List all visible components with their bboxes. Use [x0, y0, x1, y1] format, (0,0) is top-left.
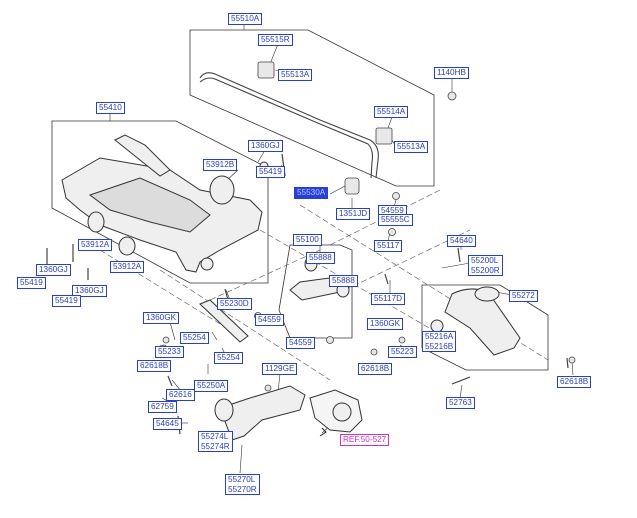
part-label-55888-b[interactable]: 55888 [329, 275, 358, 287]
part-label-55410[interactable]: 55410 [96, 102, 125, 114]
part-label-55200[interactable]: 55200L 55200R [468, 255, 503, 276]
part-label-55270[interactable]: 55270L 55270R [225, 474, 260, 495]
part-label-55117[interactable]: 55117 [374, 240, 403, 252]
part-label-55274[interactable]: 55274L 55274R [198, 431, 233, 452]
part-label-55230D[interactable]: 55230D [217, 298, 252, 310]
part-label-55419-b[interactable]: 55419 [52, 295, 81, 307]
part-label-55223[interactable]: 55223 [388, 346, 417, 358]
part-label-1140HB[interactable]: 1140HB [434, 67, 469, 79]
part-label-55419-mid[interactable]: 55419 [256, 166, 285, 178]
part-label-62618B-right[interactable]: 62618B [557, 376, 592, 388]
part-label-55515R[interactable]: 55515R [258, 34, 293, 46]
part-label-62616[interactable]: 62616 [166, 389, 195, 401]
part-label-1360GJ-top[interactable]: 1360GJ [248, 140, 283, 152]
part-label-55272[interactable]: 55272 [509, 290, 538, 302]
part-label-52763[interactable]: 52763 [446, 397, 475, 409]
reference-label[interactable]: REF.50-527 [340, 434, 390, 446]
part-label-54645[interactable]: 54645 [153, 418, 182, 430]
part-label-55530A-selected[interactable]: 55530A [294, 187, 329, 199]
part-label-62618B-left[interactable]: 62618B [137, 360, 172, 372]
part-label-55117D[interactable]: 55117D [371, 293, 406, 305]
part-label-55250A[interactable]: 55250A [194, 380, 229, 392]
part-label-1360GJ-b[interactable]: 1360GJ [72, 285, 107, 297]
part-label-55513A-right[interactable]: 55513A [394, 141, 429, 153]
part-label-55513A-top[interactable]: 55513A [278, 69, 313, 81]
stabilizer-group-box [189, 29, 435, 187]
crossmember-group-box [51, 120, 269, 284]
part-label-55100[interactable]: 55100 [293, 234, 322, 246]
part-label-55555C[interactable]: 55555C [378, 214, 413, 226]
part-label-1360GK-right[interactable]: 1360GK [367, 318, 404, 330]
part-label-62759[interactable]: 62759 [148, 401, 177, 413]
part-label-55510A[interactable]: 55510A [228, 13, 263, 25]
part-label-55888[interactable]: 55888 [306, 252, 335, 264]
part-label-55254-b[interactable]: 55254 [214, 352, 243, 364]
part-label-55254-a[interactable]: 55254 [180, 332, 209, 344]
part-label-55514A[interactable]: 55514A [374, 106, 409, 118]
part-label-54640[interactable]: 54640 [447, 235, 476, 247]
part-label-53912A-left[interactable]: 53912A [78, 239, 113, 251]
part-label-62618B-mid[interactable]: 62618B [358, 363, 393, 375]
part-label-53912A-mid[interactable]: 53912A [110, 261, 145, 273]
part-label-1360GJ-left[interactable]: 1360GJ [36, 264, 71, 276]
part-label-54559-b[interactable]: 54559 [255, 314, 284, 326]
part-label-55419-left[interactable]: 55419 [17, 277, 46, 289]
part-label-1360GK-left[interactable]: 1360GK [143, 312, 180, 324]
arm-group-box [278, 244, 353, 339]
part-label-55233[interactable]: 55233 [155, 346, 184, 358]
part-label-1129GE[interactable]: 1129GE [262, 363, 298, 375]
part-label-1351JD[interactable]: 1351JD [336, 208, 371, 220]
part-label-53912B[interactable]: 53912B [203, 159, 238, 171]
part-label-54559-c[interactable]: 54559 [286, 337, 315, 349]
part-label-55216[interactable]: 55216A 55216B [422, 331, 457, 352]
